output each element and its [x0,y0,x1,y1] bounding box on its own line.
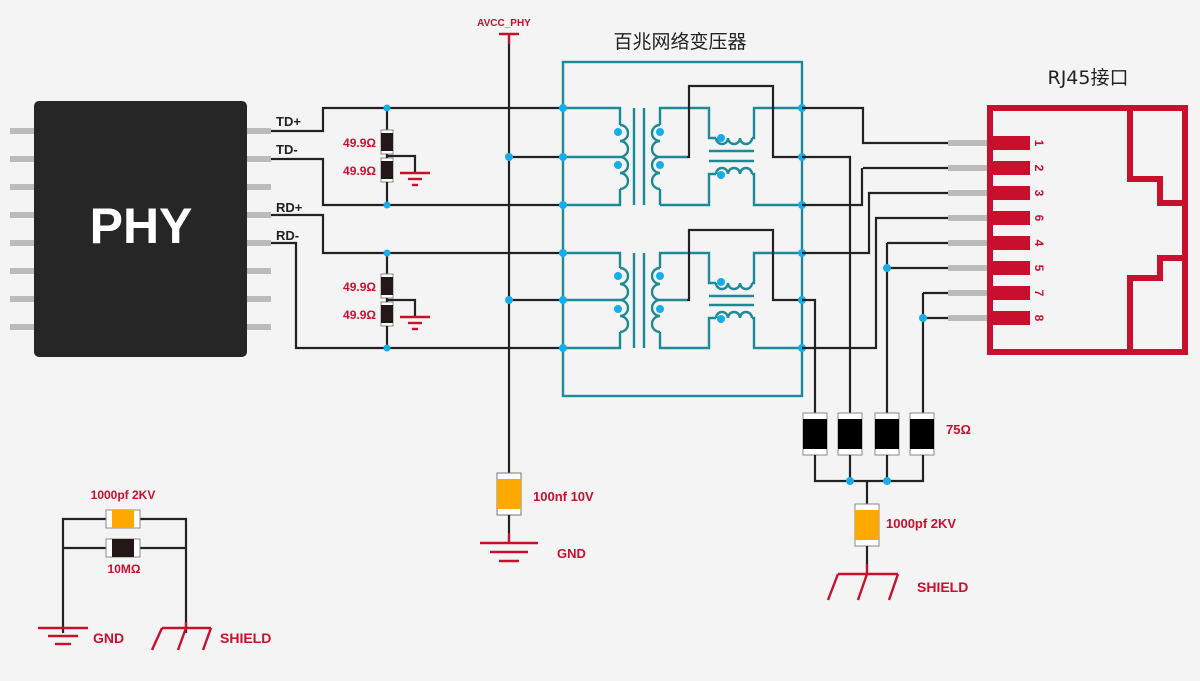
td-resistor-bottom-label: 49.9Ω [343,164,376,178]
rj45-pin-number: 3 [1032,190,1046,197]
pin-label-td-minus: TD- [276,142,298,157]
rj45-pin-number: 8 [1032,315,1046,322]
phy-body [34,101,247,357]
legend-cap-label: 1000pf 2KV [91,488,156,502]
resistor-75-2 [837,412,863,456]
td-termination: 49.9Ω 49.9Ω [343,108,430,205]
td-resistor-top-label: 49.9Ω [343,136,376,150]
transformer-title: 百兆网络变压器 [613,31,746,53]
rj45-wires [802,106,948,415]
signal-wires [271,106,563,350]
bob-smith-resistor-label: 75Ω [946,422,971,437]
bob-smith-termination: 75Ω [802,412,971,504]
legend-shield-label: SHIELD [220,630,271,646]
rj45-pin-number: 6 [1032,215,1046,222]
phy-left-pins [10,128,35,330]
avcc-rail: AVCC_PHY [477,18,531,473]
phy-right-pins [246,128,271,330]
rj45-pin-number: 4 [1032,240,1046,247]
rd-resistor-bottom-label: 49.9Ω [343,308,376,322]
rd-termination: 49.9Ω 49.9Ω [343,253,430,348]
resistor-75-4 [909,412,935,456]
rj45-pin-number: 2 [1032,165,1046,172]
gnd-shield-coupling: 1000pf 2KV 10MΩ GND SHIELD [38,488,271,651]
rj45-pin-number: 7 [1032,290,1046,297]
decoupling-cap-label: 100nf 10V [533,489,594,504]
avcc-label: AVCC_PHY [477,18,531,29]
transformer-channel-rx [563,228,802,350]
rj45-pin-number: 5 [1032,265,1046,272]
phy-label: PHY [90,198,193,254]
legend-gnd-label: GND [93,630,124,646]
junction-dots [383,104,806,352]
shield-cap-label: 1000pf 2KV [886,516,956,531]
bleed-resistor-label: 10MΩ [108,562,141,576]
rj45-pins [948,140,988,321]
rj45-connector: RJ45接口 1 2 3 6 4 [948,67,1188,355]
decoupling-capacitor: 100nf 10V GND [480,472,594,563]
shield-capacitor: 1000pf 2KV SHIELD [826,503,968,601]
pin-label-td-plus: TD+ [276,114,301,129]
rj45-pin-number: 1 [1032,140,1046,147]
resistor-75-1 [802,412,828,456]
resistor-75-3 [874,412,900,456]
rd-resistor-top-label: 49.9Ω [343,280,376,294]
phy-chip: PHY [10,101,271,357]
transformer-channel-tx [563,84,802,207]
transformer-module [561,60,804,398]
pin-label-rd-minus: RD- [276,228,299,243]
rj45-title: RJ45接口 [1048,67,1129,89]
pin-label-rd-plus: RD+ [276,200,303,215]
decoupling-gnd-label: GND [557,546,586,561]
shield-main-label: SHIELD [917,579,968,595]
